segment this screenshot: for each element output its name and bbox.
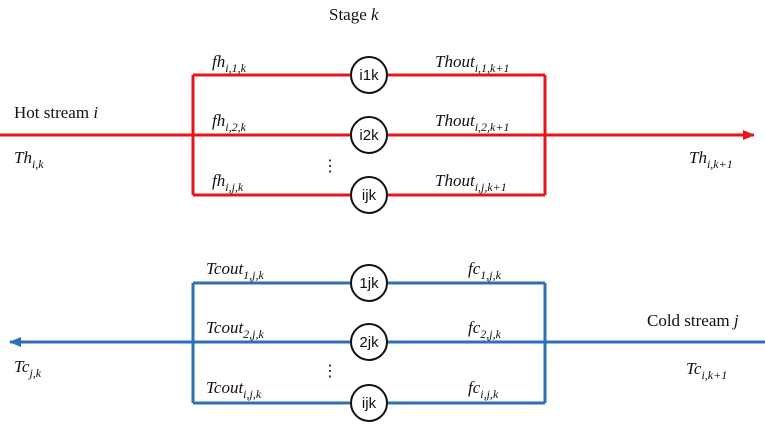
node-label: 2jk (359, 334, 379, 351)
hot-ellipsis: ⋮ (322, 158, 338, 175)
hot-stream-network: i1k i2k ijk ⋮ fhi,1,k fhi,2,k fhi,j,k Th… (0, 52, 755, 214)
hot-outlet-temp-label: Thouti,2,k+1 (435, 111, 509, 134)
cold-outlet-temp-label: Tcout1,j,k (206, 259, 265, 282)
cold-flow-label: fci,j,k (468, 378, 499, 401)
cold-outlet-temp-label: Tcouti,j,k (206, 378, 262, 401)
node-label: i2k (359, 127, 379, 144)
node-label: ijk (362, 187, 377, 204)
hot-outlet-temp-label: Thouti,j,k+1 (435, 171, 507, 194)
exchanger-node (350, 56, 388, 94)
cold-outlet-temp-label: Tcout2,j,k (206, 318, 265, 341)
hot-flow-label: fhi,1,k (212, 52, 247, 75)
cold-outlet-stage-temp-label: Tcj,k (14, 357, 42, 380)
cold-stream-network: 1jk 2jk ijk ⋮ Tcout1,j,k Tcout2,j,k Tcou… (9, 259, 765, 422)
exchanger-node (350, 176, 388, 214)
hot-outlet-temp-label: Thouti,1,k+1 (435, 52, 509, 75)
hot-outlet-stage-temp-label: Thi,k+1 (689, 148, 733, 171)
exchanger-node (350, 264, 388, 302)
exchanger-node (350, 116, 388, 154)
hot-flow-label: fhi,j,k (212, 171, 244, 194)
cold-flow-label: fc2,j,k (468, 318, 502, 341)
hot-stream-label: Hot stream i (14, 103, 98, 122)
stage-label: Stage k (329, 5, 379, 24)
node-label: ijk (362, 395, 377, 412)
node-label: i1k (359, 67, 379, 84)
exchanger-node (350, 384, 388, 422)
cold-flow-label: fc1,j,k (468, 259, 502, 282)
hot-inlet-temp-label: Thi,k (14, 148, 44, 171)
node-label: 1jk (359, 275, 379, 292)
hot-flow-label: fhi,2,k (212, 111, 247, 134)
exchanger-node (350, 323, 388, 361)
cold-stream-label: Cold stream j (647, 311, 739, 330)
cold-ellipsis: ⋮ (322, 363, 338, 380)
cold-inlet-temp-label: Tci,k+1 (686, 359, 727, 382)
